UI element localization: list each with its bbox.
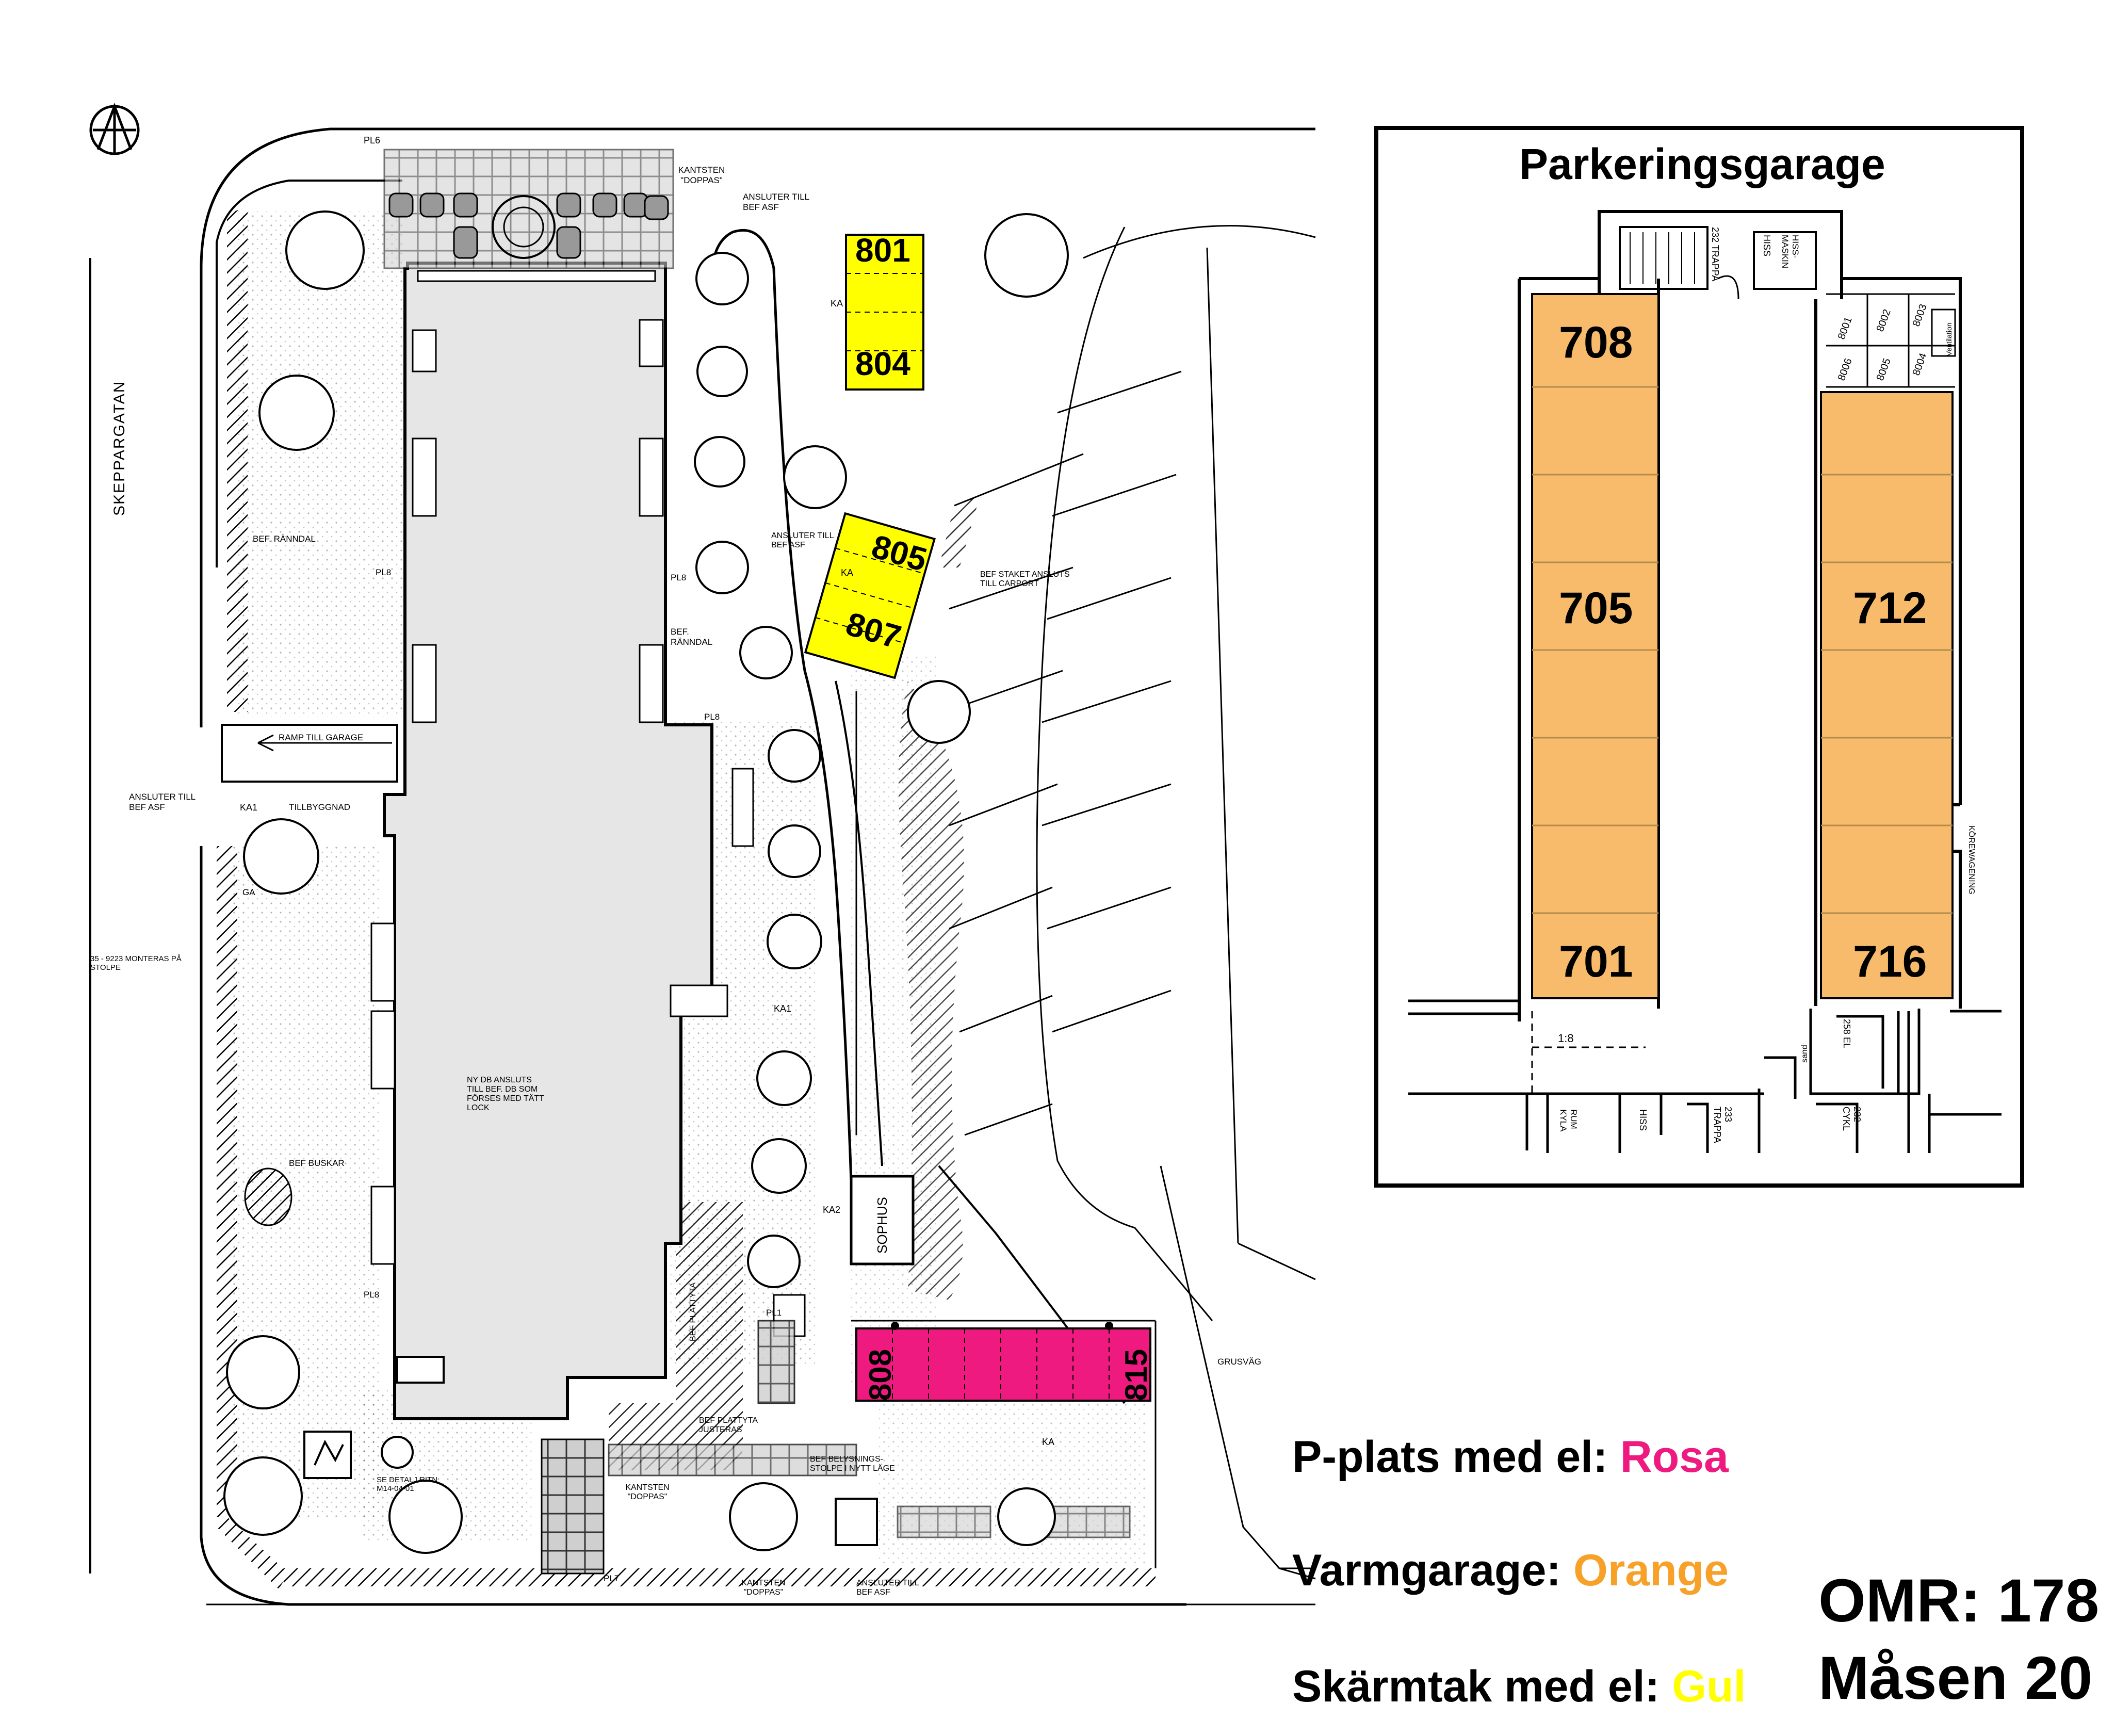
spot-804: 804 [855,345,910,382]
warm-garage-left [1531,293,1660,999]
garage-spot-712: 712 [1853,583,1927,633]
label-ny-db: NY DB ANSLUTS TILL BEF. DB SOM FÖRSES ME… [467,1076,544,1112]
hatched-edges [217,206,1156,1589]
legend-orange-value: Orange [1573,1546,1729,1595]
garage-room-ventilation: Ventilation [1945,322,1953,356]
garage-title: Parkeringsgarage [1519,140,1885,188]
ev-parking-808-815 [855,1322,1151,1402]
waste-house [850,1175,915,1266]
label-pl8-right: PL8 [671,573,687,582]
omr-area-number: OMR: 178 [1818,1567,2100,1635]
label-bef-belysning: BEF BELYSNINGS- STOLPE I NYTT LÄGE [810,1455,895,1473]
site-boundary [200,127,1315,1606]
main-building [383,262,713,1420]
label-ga: GA [242,887,255,897]
hedge-top [388,192,669,259]
label-pl8-lower: PL8 [364,1290,380,1300]
label-bef-plattyta-justeras: BEF PLATTYTA JUSTERAS [699,1416,758,1434]
spot-815: 815 [1119,1349,1153,1401]
garage-room-hissmaskin: HISS- MASKIN [1780,235,1800,269]
label-pl1: PL1 [766,1308,782,1318]
trees [223,210,1069,1554]
label-sophus: SOPHUS [874,1197,890,1254]
label-ka1-left: KA1 [240,802,258,813]
garage-spot-708: 708 [1559,318,1633,367]
label-bef-plattyta: BEF PLATTYTA [689,1282,697,1341]
label-pl6: PL6 [364,135,381,145]
garage-room-korvagn: KÖREWAGENING [1967,825,1976,895]
garage-room-sand: sand [1800,1045,1809,1063]
label-pl7: PL7 [604,1573,620,1583]
garage-room-trappa-top: 232 TRAPPA [1710,227,1720,282]
omr-property-name: Måsen 20 [1818,1644,2093,1712]
label-ka-top: KA [831,298,843,309]
legend-yellow: Skärmtak med el: Gul [1292,1661,1746,1712]
legend-yellow-label: Skärmtak med el: [1292,1662,1672,1711]
label-kantsten-top: KANTSTEN "DOPPAS" [678,165,725,185]
spot-808: 808 [863,1349,898,1401]
label-tillbyggnad: TILLBYGGNAD [289,802,351,812]
label-ka-bottom: KA [1042,1437,1055,1447]
carport-801-804 [845,234,924,391]
garage-spot-701: 701 [1559,937,1633,986]
garage-ramp [221,724,398,783]
garage-bottom-rooms [1408,999,2002,1153]
label-kantsten-bottom: KANTSTEN "DOPPAS" [625,1483,670,1501]
carport-805-807 [804,512,936,679]
garage-spot-705: 705 [1559,583,1633,633]
legend-pink-label: P-plats med el: [1292,1432,1620,1482]
label-ansluter-mid: ANSLUTER TILL BEF ASF [771,531,834,549]
legend-orange-label: Varmgarage: [1292,1546,1573,1595]
label-pl8-mid: PL8 [704,712,720,722]
label-kantsten-bottom-2: KANTSTEN "DOPPAS" [741,1579,786,1597]
label-ansluter-top: ANSLUTER TILL BEF ASF [743,192,809,212]
patio-bottom [541,1320,1131,1575]
street-label: SKEPPARGATAN [111,380,128,516]
label-pl8-left: PL8 [376,567,392,577]
label-se-detalj: SE DETALJ RITN M14-04-01 [377,1475,438,1493]
garage-room-cykel: 232 CYKL [1841,1107,1862,1131]
neighbor-carports [943,225,1316,1580]
label-ka-mid: KA [841,567,854,578]
legend-orange: Varmgarage: Orange [1292,1545,1729,1596]
garage-spot-716: 716 [1853,937,1927,986]
label-ka1-mid: KA1 [774,1003,792,1014]
building-details [370,319,806,1337]
label-bef-ranndal-2: BEF. RÄNNDAL [671,627,713,647]
label-grusvag: GRUSVÄG [1217,1357,1262,1367]
legend-pink-value: Rosa [1620,1432,1729,1482]
label-ramp: RAMP TILL GARAGE [279,733,364,742]
small-structures [303,1356,878,1546]
label-bef-buskar: BEF BUSKAR [289,1158,345,1168]
garage-room-trappa-bottom: 233 TRAPPA [1712,1107,1733,1143]
north-arrow-icon [89,102,140,155]
warm-garage-right [1820,391,1954,999]
garage-room-kyla: RUM KYLA [1558,1109,1579,1132]
label-sign: 35 - 9223 MONTERAS PÅ STOLPE [90,954,182,972]
spot-801: 801 [855,232,910,269]
shrub [244,1167,292,1226]
label-bef-ranndal: BEF. RÄNNDAL [253,534,316,544]
legend-pink: P-plats med el: Rosa [1292,1432,1729,1483]
label-ansluter-left: ANSLUTER TILL BEF ASF [129,792,196,812]
label-ka2: KA2 [823,1205,841,1215]
legend-yellow-value: Gul [1672,1662,1746,1711]
label-ansluter-bottom: ANSLUTER TILL BEF ASF [856,1579,919,1597]
garage-room-hiss-bottom: HISS [1638,1109,1648,1131]
garage-room-ratio: 1:8 [1558,1032,1574,1045]
garage-room-el: 258 EL [1842,1019,1852,1049]
site-lines [206,691,1315,1605]
label-bef-staket: BEF STAKET ANSLUTS TILL CARPORT [980,570,1070,588]
garage-room-hiss-top: HISS [1762,235,1772,257]
